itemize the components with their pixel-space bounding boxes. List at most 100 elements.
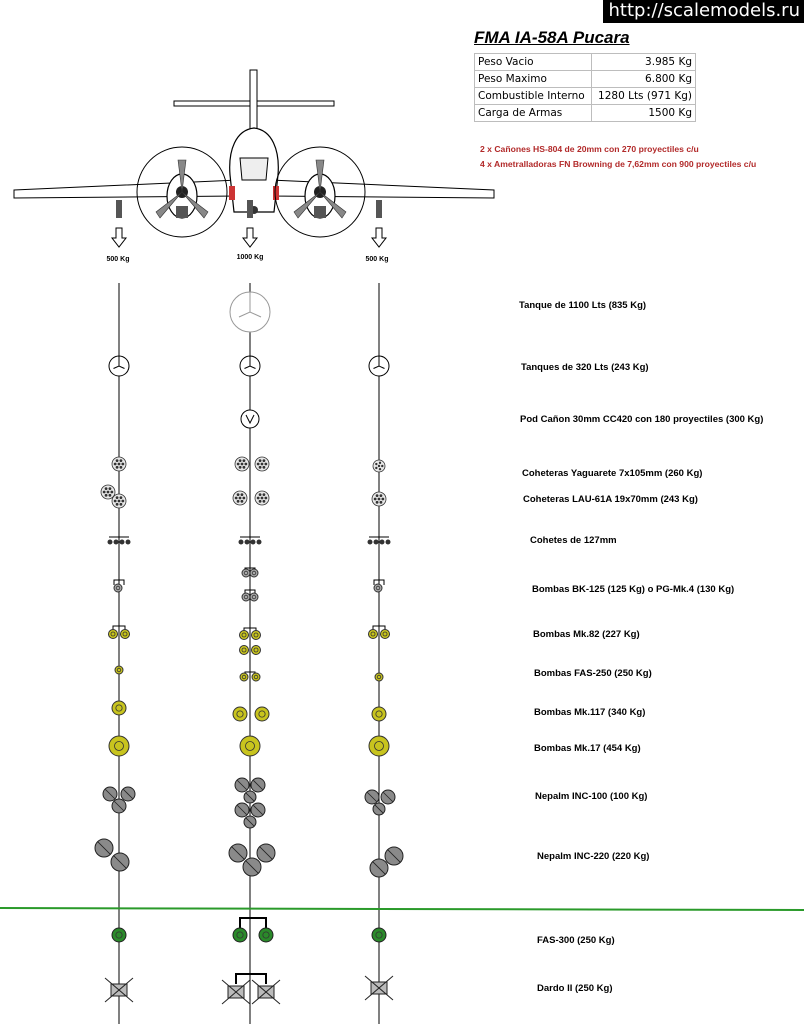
armament-notes: 2 x Cañones HS-804 de 20mm con 270 proye… — [480, 142, 756, 172]
tube — [375, 500, 379, 504]
load-arrow — [370, 227, 388, 248]
tube — [238, 459, 242, 463]
bomb-center — [382, 631, 388, 637]
fuel-tank-icon — [239, 355, 261, 377]
bomb-body — [249, 568, 259, 578]
bomb-icon — [251, 645, 261, 655]
bomb-icon — [254, 706, 270, 722]
yaguarete-pod-icon — [254, 456, 270, 472]
bomb-body — [239, 630, 249, 640]
rocket — [379, 539, 385, 545]
bomb-rack — [372, 625, 386, 631]
bomb-center — [115, 704, 123, 712]
napalm-mark — [382, 791, 394, 803]
left-propeller-disc — [136, 146, 228, 238]
fuel-tank-icon — [229, 291, 271, 333]
napalm-tank-icon — [111, 798, 127, 814]
armament-note: 2 x Cañones HS-804 de 20mm con 270 proye… — [480, 144, 699, 154]
lau61-pod-icon — [111, 493, 127, 509]
bomb-center — [115, 585, 121, 591]
napalm-mark — [245, 860, 259, 874]
canopy — [239, 157, 269, 181]
dardo-fin — [251, 979, 281, 1005]
yaguarete-pod-icon — [111, 456, 127, 472]
bomb-center — [122, 631, 128, 637]
napalm-mark — [236, 804, 248, 816]
napalm-tank-icon — [243, 790, 257, 804]
store-label: Dardo II (250 Kg) — [537, 983, 613, 994]
aircraft-front-view — [13, 69, 495, 248]
tube — [113, 462, 117, 466]
napalm-tank-icon — [384, 846, 404, 866]
spec-value: 1500 Kg — [591, 104, 696, 122]
bomb-center — [376, 674, 382, 680]
bomb-center — [241, 632, 247, 638]
store-label: Nepalm INC-220 (220 Kg) — [537, 851, 650, 862]
tube — [375, 466, 378, 470]
dardo-fin — [221, 979, 251, 1005]
spec-label: Peso Maximo — [473, 70, 593, 88]
rockets-127mm-icon — [238, 536, 262, 545]
lau61-pod-icon — [100, 484, 116, 500]
tube — [236, 462, 240, 466]
napalm-tank-icon — [242, 857, 262, 877]
bomb-icon — [368, 629, 378, 639]
napalm-tank-icon — [120, 786, 136, 802]
store-label: Bombas Mk.17 (454 Kg) — [534, 743, 641, 754]
yaguarete-pod-icon — [234, 456, 250, 472]
tube — [238, 496, 242, 500]
store-label: Bombas Mk.82 (227 Kg) — [533, 629, 640, 640]
napalm-tank-icon — [234, 777, 250, 793]
store-label: FAS-300 (250 Kg) — [537, 935, 615, 946]
dardo-icon — [221, 979, 251, 1005]
dardo-rack — [235, 973, 267, 984]
napalm-mark — [104, 788, 116, 800]
bomb-center — [251, 594, 257, 600]
napalm-mark — [387, 849, 401, 863]
bomb-center — [110, 631, 116, 637]
bomb-body — [368, 735, 390, 757]
dardo-fin — [104, 977, 134, 1003]
watermark: http://scalemodels.ru — [602, 0, 804, 23]
bomb-body — [374, 672, 384, 682]
bomb-center — [241, 647, 247, 653]
tube — [377, 464, 381, 468]
fuel-tank-icon — [368, 355, 390, 377]
tube — [264, 462, 268, 466]
tube — [119, 496, 123, 500]
napalm-mark — [245, 817, 255, 827]
spec-label: Peso Vacio — [473, 53, 593, 71]
tube — [121, 462, 125, 466]
bomb-body — [232, 706, 248, 722]
bomb-rack — [113, 579, 125, 585]
spec-row: Peso Maximo 6.800 Kg — [473, 70, 696, 88]
tube — [381, 464, 384, 468]
napalm-mark — [122, 788, 134, 800]
napalm-mark — [113, 855, 127, 869]
tube — [379, 500, 383, 504]
specs-table: Peso Vacio 3.985 Kg Peso Maximo 6.800 Kg… — [473, 53, 696, 122]
propeller-blades — [293, 159, 347, 219]
bomb-center — [243, 594, 249, 600]
napalm-tank-icon — [234, 802, 250, 818]
tube — [115, 502, 119, 506]
bomb-center — [241, 674, 247, 680]
lau61-pod-icon — [232, 490, 248, 506]
tube — [240, 493, 244, 497]
napalm-tank-icon — [364, 789, 380, 805]
bomb-body — [239, 672, 249, 682]
tube — [260, 462, 264, 466]
napalm-tank-icon — [369, 858, 389, 878]
tube — [242, 496, 246, 500]
spec-label: Combustible Interno — [473, 87, 593, 105]
bomb-body — [249, 592, 259, 602]
tube — [104, 493, 108, 497]
rocket — [256, 539, 262, 545]
bomb-icon — [373, 583, 383, 593]
main-wheel — [314, 206, 326, 218]
bomb-body — [108, 629, 118, 639]
bomb-center — [236, 931, 244, 939]
bomb-icon — [239, 735, 261, 757]
napalm-tank-icon — [372, 802, 386, 816]
